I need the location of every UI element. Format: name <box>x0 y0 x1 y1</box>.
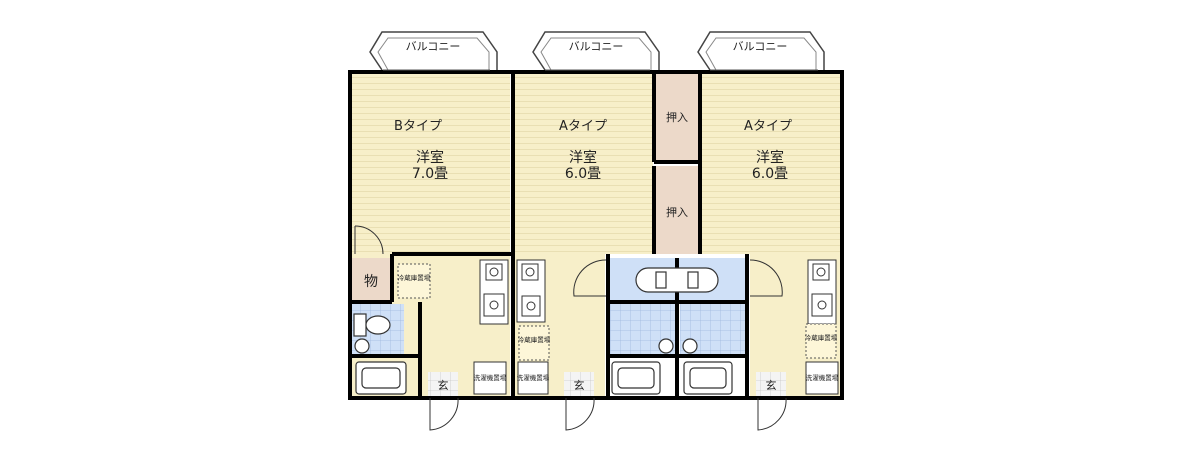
walls <box>348 70 844 400</box>
doors <box>354 225 787 431</box>
washer-spots <box>473 361 839 395</box>
balcony-3: バルコニー <box>697 31 825 71</box>
unit-1-fridge-label: 冷蔵庫置場 <box>398 273 431 282</box>
toilets <box>353 313 698 354</box>
unit-1-washer-label: 洗濯機置場 <box>474 373 507 382</box>
vanity-sinks <box>635 267 719 293</box>
balcony-label: バルコニー <box>733 40 788 53</box>
unit-3-room-size: 6.0畳 <box>752 166 788 182</box>
unit-3-fridge-label: 冷蔵庫置場 <box>805 333 838 342</box>
closet-bottom <box>656 166 698 254</box>
unit-1-storage-label: 物 <box>364 274 378 290</box>
closet-top <box>656 74 698 160</box>
entrance-2 <box>564 372 594 396</box>
unit-2-washer-label: 洗濯機置場 <box>517 373 550 382</box>
balcony-label: バルコニー <box>569 40 624 53</box>
unit-1-entrance-label: 玄 <box>438 378 449 392</box>
unit-2-closet-label: 押入 <box>666 110 688 124</box>
unit-2-room-name: 洋室 <box>569 149 597 166</box>
unit-2-type-label: Aタイプ <box>559 119 607 134</box>
entrance-1 <box>428 372 458 396</box>
unit-3-type-label: Aタイプ <box>744 119 792 134</box>
unit-1-room-name: 洋室 <box>416 149 444 166</box>
bathtubs <box>355 361 733 395</box>
balcony-label: バルコニー <box>406 40 461 53</box>
balcony-1: バルコニー <box>369 31 498 71</box>
unit-3-washer-label: 洗濯機置場 <box>806 373 839 382</box>
unit-2-entrance-label: 玄 <box>574 378 585 392</box>
unit-1-type-label: Bタイプ <box>394 119 442 134</box>
unit-3-entrance-label: 玄 <box>766 378 777 392</box>
unit-3-closet-label: 押入 <box>666 205 688 219</box>
balcony-2: バルコニー <box>532 31 660 71</box>
entrance-3 <box>756 372 786 396</box>
kitchens <box>479 259 837 325</box>
unit-2-fridge-label: 冷蔵庫置場 <box>518 335 551 344</box>
unit-3-room-name: 洋室 <box>756 149 784 166</box>
appliance-spots <box>397 263 837 361</box>
storage-room <box>352 258 392 300</box>
unit-2-room-size: 6.0畳 <box>565 166 601 182</box>
unit-1-room-size: 7.0畳 <box>412 166 448 182</box>
